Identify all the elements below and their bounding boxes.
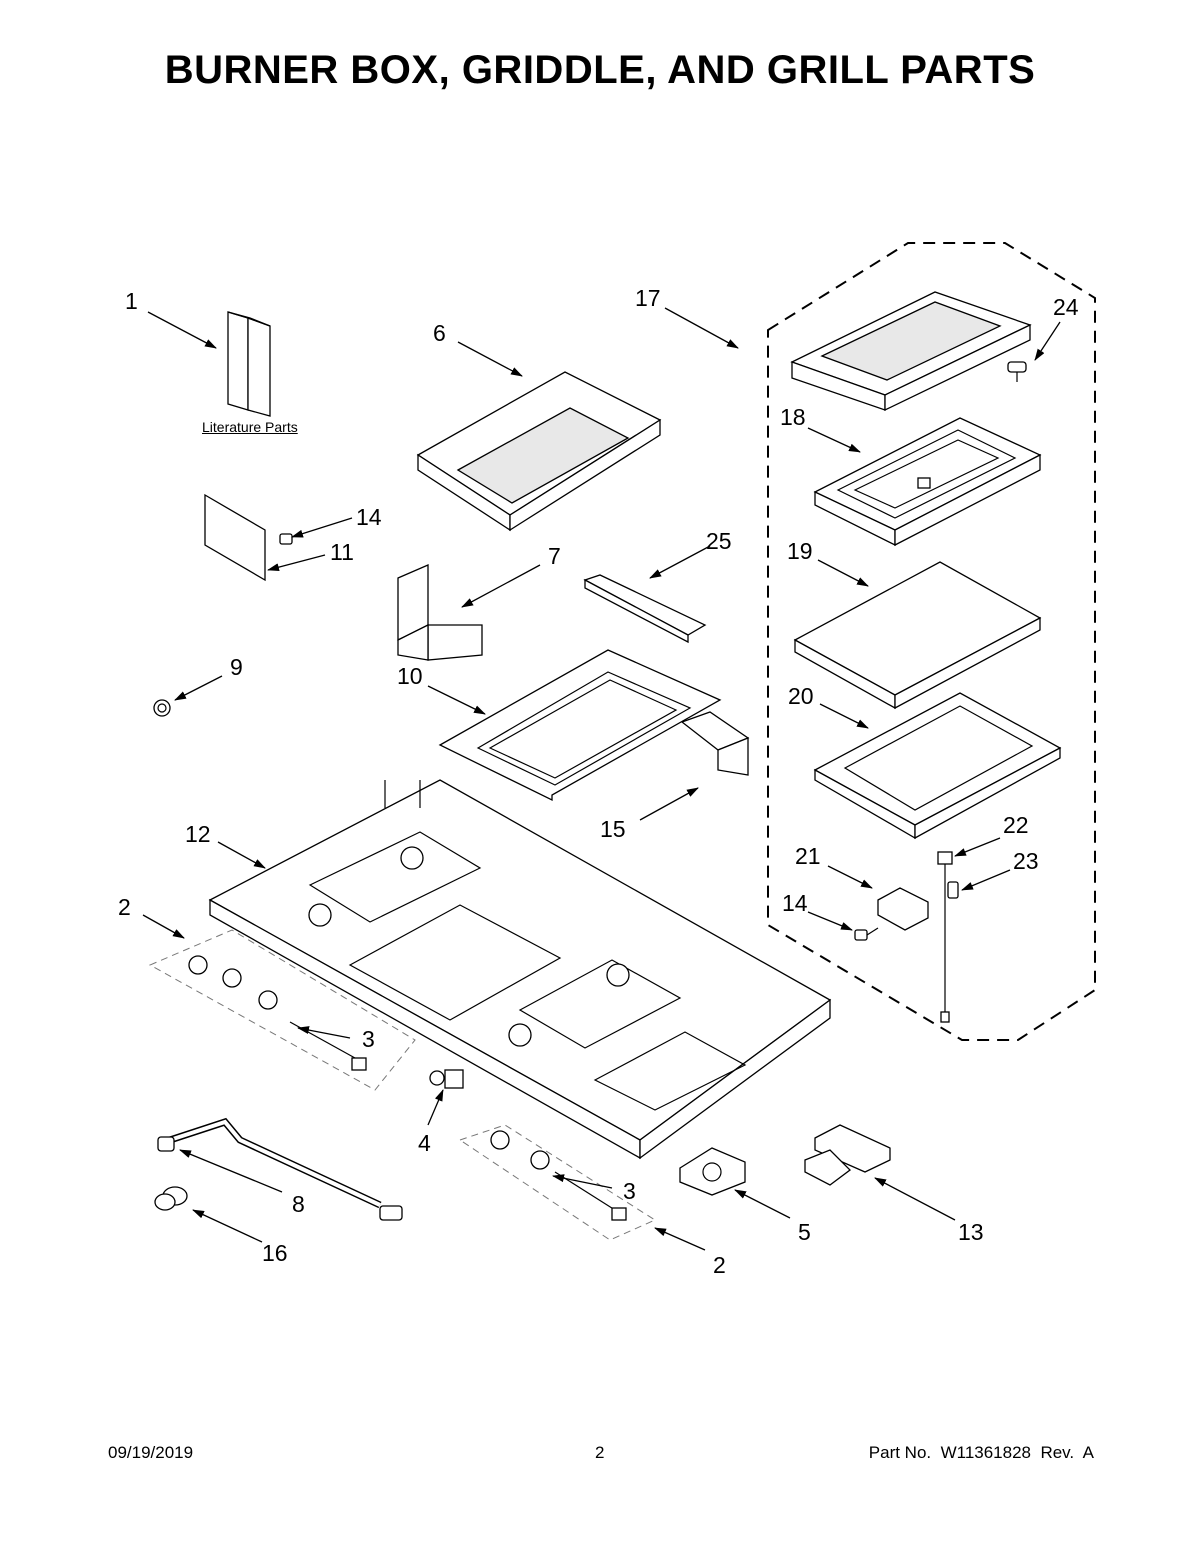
callout-23: 23 <box>1013 848 1039 874</box>
footer-page-number: 2 <box>595 1443 605 1462</box>
fitting-16 <box>154 1186 188 1211</box>
callout-15: 15 <box>600 816 626 842</box>
callout-20: 20 <box>788 683 814 709</box>
grease-trough-25 <box>583 574 707 644</box>
bracket-plate-11 <box>204 493 293 582</box>
valve-assembly-2-right <box>458 1124 657 1241</box>
bracket-7 <box>397 564 483 661</box>
temperature-sensor-22 <box>937 851 953 1023</box>
callout-22: 22 <box>1003 812 1029 838</box>
bracket-15 <box>680 711 750 776</box>
callout-21: 21 <box>795 843 821 869</box>
callout-13: 13 <box>958 1219 984 1245</box>
drip-tray-20 <box>813 692 1062 840</box>
screw-14 <box>854 927 879 941</box>
bracket-21 <box>877 887 929 931</box>
insulation-19 <box>793 561 1042 710</box>
footer-date: 09/19/2019 <box>108 1443 194 1462</box>
ignition-module-5 <box>679 1147 746 1196</box>
callout-8: 8 <box>292 1191 305 1217</box>
callout-7: 7 <box>548 543 561 569</box>
knob-9 <box>153 699 171 717</box>
callout-2-left: 2 <box>118 894 131 920</box>
callout-6: 6 <box>433 320 446 346</box>
callout-19: 19 <box>787 538 813 564</box>
leader-arrows <box>142 307 1061 1251</box>
screw-24 <box>1007 361 1027 382</box>
griddle-heating-element <box>813 417 1042 547</box>
literature-parts-label: Literature Parts <box>202 419 298 435</box>
burner-box-base-12 <box>208 779 832 1160</box>
valve-assembly-2-left <box>148 929 416 1091</box>
callout-5: 5 <box>798 1219 811 1245</box>
callout-14-top: 14 <box>356 504 382 530</box>
callout-9: 9 <box>230 654 243 680</box>
callout-11: 11 <box>330 539 354 565</box>
callout-16: 16 <box>262 1240 288 1266</box>
griddle-pan-10 <box>438 649 722 802</box>
page-title: BURNER BOX, GRIDDLE, AND GRILL PARTS <box>164 48 1036 92</box>
fitting-4 <box>429 1069 464 1089</box>
callout-4: 4 <box>418 1130 431 1156</box>
callout-17: 17 <box>635 285 661 311</box>
callout-25: 25 <box>706 528 732 554</box>
callout-10: 10 <box>397 663 423 689</box>
callout-3-left: 3 <box>362 1026 375 1052</box>
callout-3-right: 3 <box>623 1178 636 1204</box>
bracket-13 <box>804 1124 891 1186</box>
callout-12: 12 <box>185 821 211 847</box>
literature-booklet <box>227 311 271 417</box>
callout-2-right: 2 <box>713 1252 726 1278</box>
callout-1: 1 <box>125 288 138 314</box>
gas-pipe-8 <box>157 1117 403 1221</box>
burner-box-frame <box>416 371 662 532</box>
screw-23 <box>947 881 959 899</box>
callout-24: 24 <box>1053 294 1079 320</box>
callout-14-bottom: 14 <box>782 890 808 916</box>
griddle-plate <box>790 291 1032 412</box>
callout-18: 18 <box>780 404 806 430</box>
footer-part-number: Part No. W11361828 Rev. A <box>868 1443 1094 1462</box>
